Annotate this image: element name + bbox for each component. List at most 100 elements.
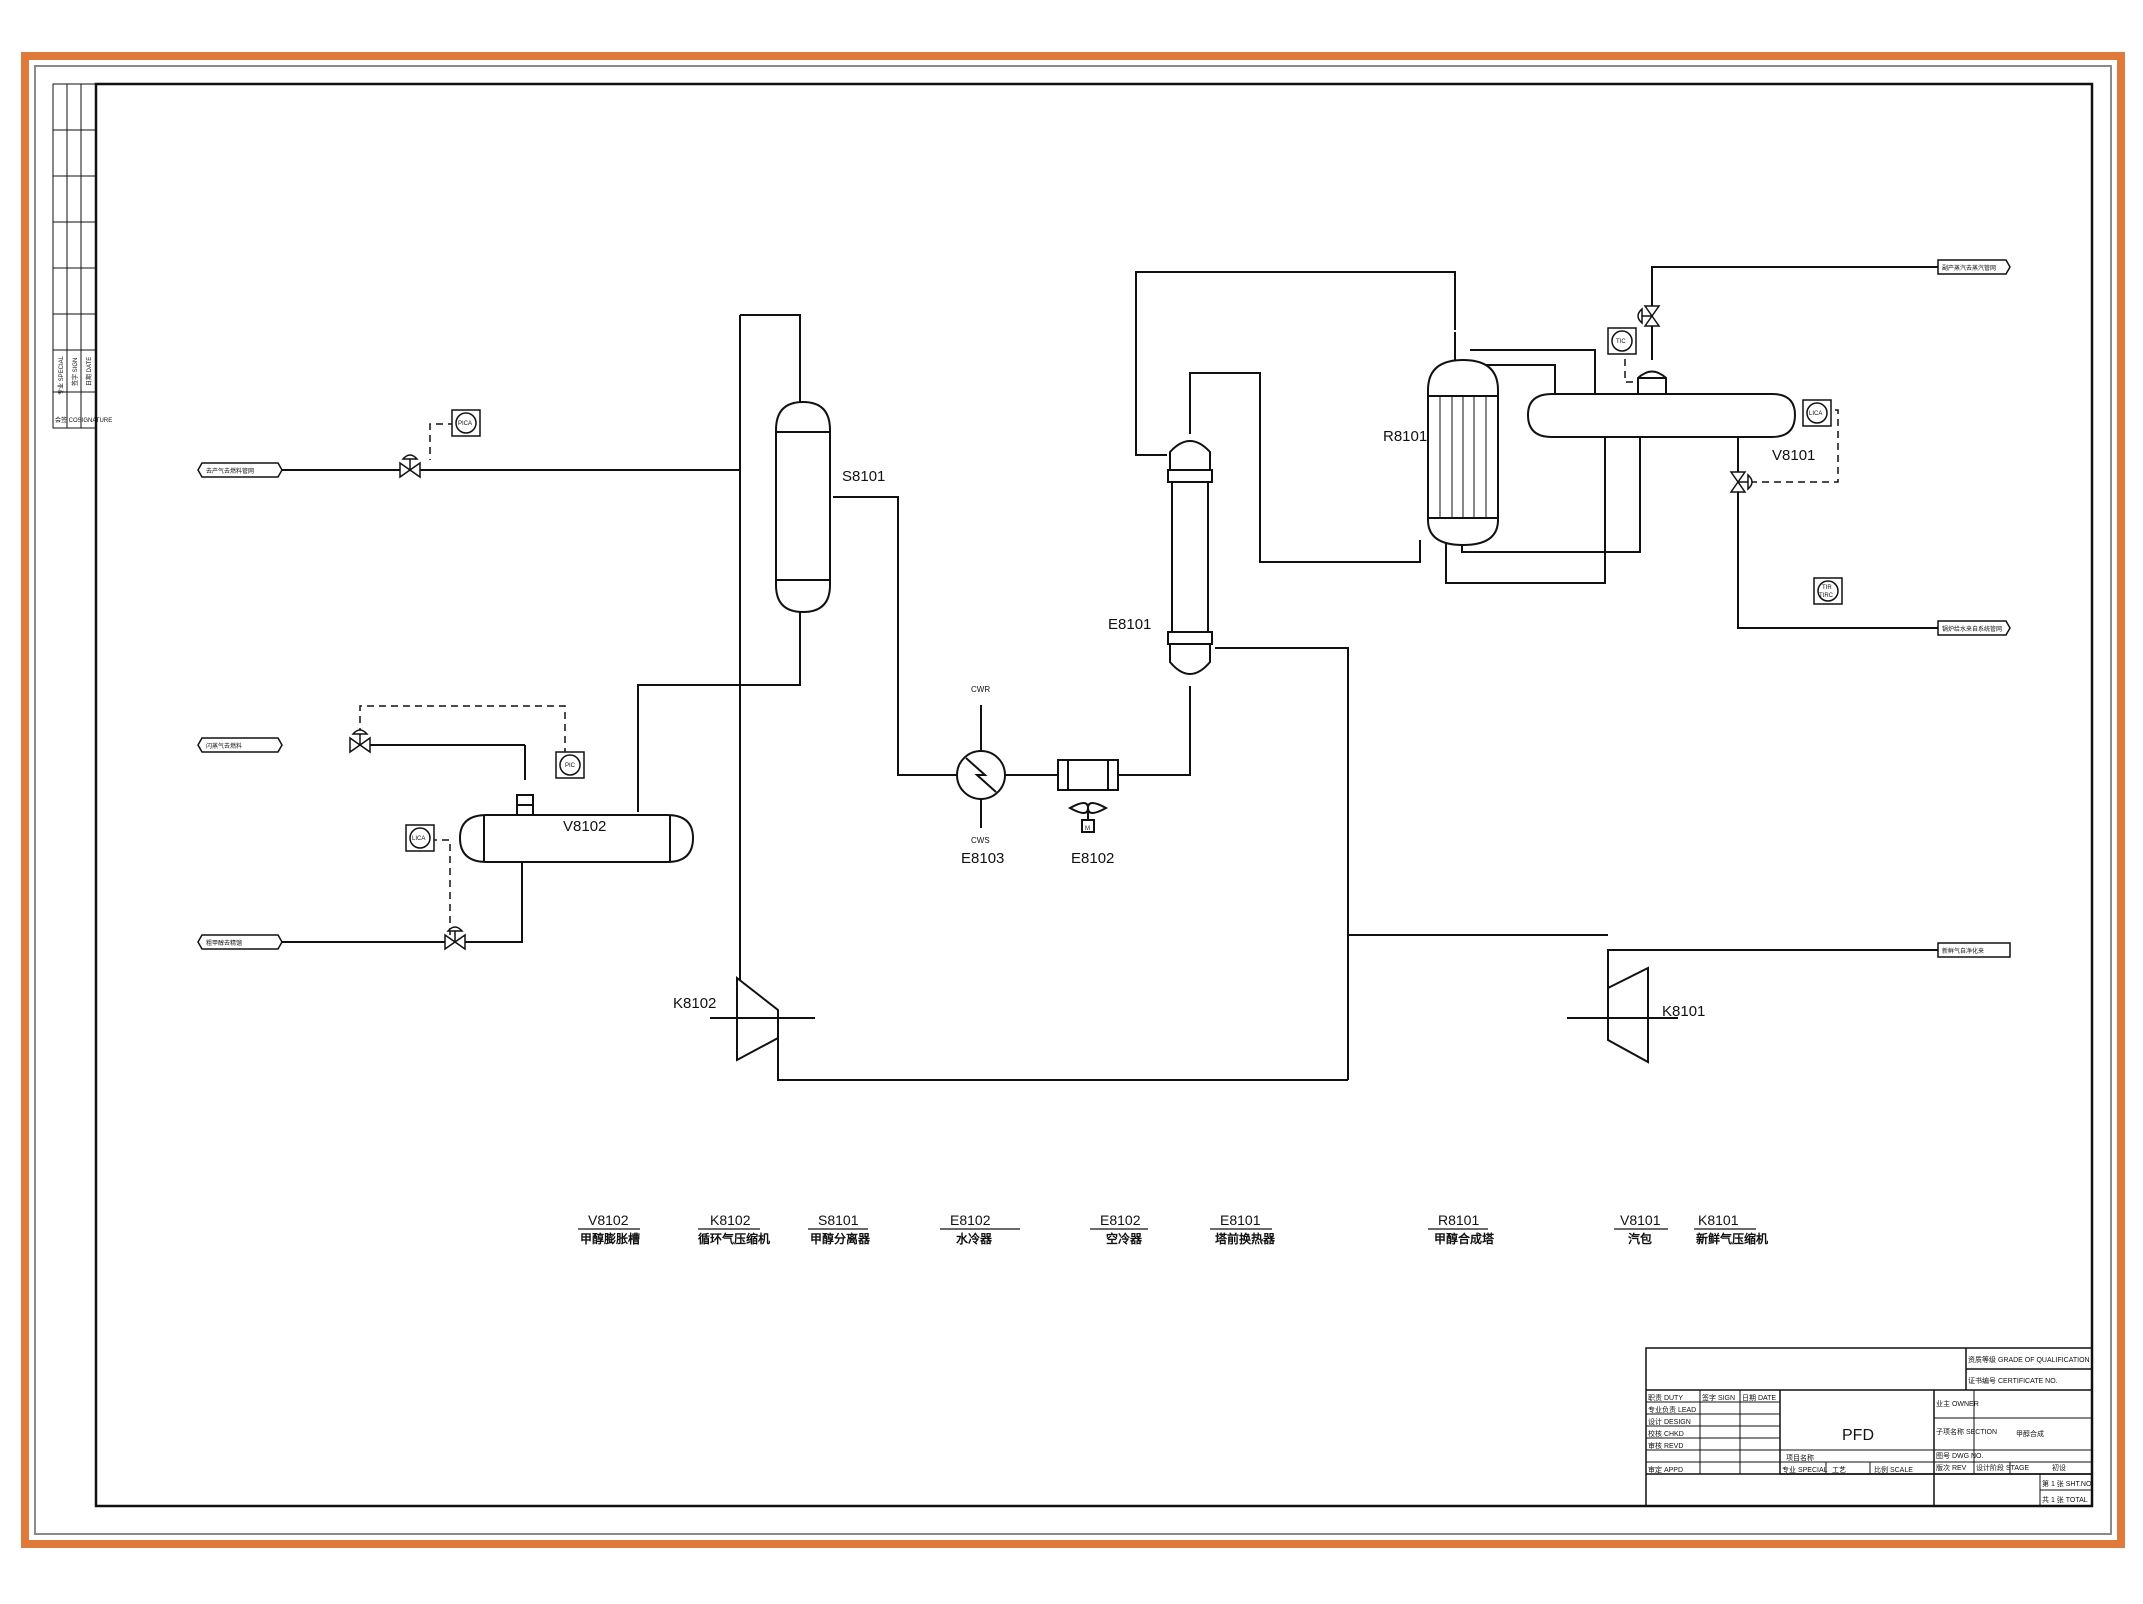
k8101-tag: K8101 (1662, 1003, 1705, 1020)
e8103-cooler (956, 705, 1006, 828)
legend-item-k8101: K8101 新鲜气压缩机 (1694, 1212, 1768, 1246)
legend-item-v8102: V8102 甲醇膨胀槽 (578, 1212, 640, 1246)
tb-lead: 专业负责 LEAD (1648, 1405, 1696, 1414)
legend-item-k8102: K8102 循环气压缩机 (698, 1212, 770, 1246)
legend-name: 甲醇分离器 (810, 1231, 871, 1246)
tb-sign: 签字 SIGN (1702, 1393, 1735, 1402)
tb-section-value: 甲醇合成 (2016, 1429, 2044, 1438)
equipment-legend: V8102 甲醇膨胀槽 K8102 循环气压缩机 S8101 甲醇分离器 E81… (578, 1212, 1768, 1246)
tb-date: 日期 DATE (1742, 1394, 1776, 1402)
k8101-compressor (1567, 966, 1678, 1064)
legend-name: 新鲜气压缩机 (1696, 1231, 1768, 1246)
legend-tag: E8102 (1100, 1212, 1141, 1228)
e8102-aircooler (1057, 759, 1119, 833)
stream-right-bottom: 新鲜气自净化来 (1942, 947, 1984, 955)
side-strip-cosign: 会签 COSIGNATURE (55, 416, 112, 424)
valve-crude (444, 926, 466, 951)
e8102-tag: E8102 (1071, 850, 1114, 867)
legend-name: 水冷器 (956, 1231, 993, 1246)
tb-sheet: 第 1 张 SHT.NO. (2042, 1479, 2093, 1488)
tb-owner: 业主 OWNER (1936, 1399, 1979, 1408)
legend-tag: K8102 (710, 1212, 751, 1228)
legend-tag: E8102 (950, 1212, 991, 1228)
v8101-drum (1526, 370, 1797, 438)
legend-name: 空冷器 (1106, 1231, 1143, 1246)
cwr-label: CWR (971, 685, 990, 694)
tb-revd: 审核 REVD (1648, 1441, 1683, 1450)
control-valves (349, 305, 1753, 951)
tir-label: TIR (1822, 585, 1832, 591)
e8101-exchanger (1167, 418, 1213, 700)
motor-label: M (1085, 826, 1090, 832)
tb-duty: 职责 DUTY (1648, 1393, 1683, 1402)
legend-tag: K8101 (1698, 1212, 1739, 1228)
e8103-tag: E8103 (961, 850, 1004, 867)
pic-label: PIC (565, 763, 576, 769)
process-lines (282, 266, 1942, 1081)
v8102-vessel (458, 794, 695, 863)
side-strip (52, 83, 97, 429)
stream-right-top: 副产蒸汽去蒸汽管网 (1942, 264, 1996, 272)
tb-total: 共 1 张 TOTAL (2042, 1495, 2088, 1504)
legend-name: 甲醇合成塔 (1434, 1231, 1495, 1246)
stream-tags (197, 259, 2011, 958)
e8101-tag: E8101 (1108, 616, 1151, 633)
tb-certificate: 证书编号 CERTIFICATE NO. (1968, 1376, 2058, 1385)
legend-name: 汽包 (1628, 1231, 1652, 1246)
tb-dwg-no: 图号 DWG NO. (1936, 1452, 1983, 1460)
tb-project-label: 项目名称 (1786, 1453, 1814, 1462)
stream-left-top: 去产气去燃料管网 (206, 467, 254, 475)
s8101-tag: S8101 (842, 468, 885, 485)
side-strip-date: 日期 DATE (85, 357, 93, 386)
outer-frame (21, 52, 2125, 1548)
legend-item-r8101: R8101 甲醇合成塔 (1428, 1212, 1495, 1246)
legend-item-s8101: S8101 甲醇分离器 (808, 1212, 871, 1246)
title-block (1645, 1347, 2093, 1507)
legend-tag: R8101 (1438, 1212, 1479, 1228)
legend-item-v8101: V8101 汽包 (1614, 1212, 1668, 1246)
side-strip-special: 专业 SPECIAL (57, 355, 65, 395)
cws-label: CWS (971, 836, 990, 845)
drawing-border (94, 82, 2094, 1508)
tb-stage: 设计阶段 STAGE (1976, 1463, 2029, 1472)
tic-label: TIC (1616, 339, 1626, 345)
tb-drawing-title: PFD (1842, 1427, 1874, 1444)
pica-label: PICA (458, 421, 472, 427)
legend-name: 循环气压缩机 (698, 1231, 770, 1246)
tb-special-value: 工艺 (1832, 1466, 1846, 1474)
tirc-label: TIRC (1819, 593, 1834, 599)
k8102-compressor (710, 975, 815, 1062)
valve-flashgas (399, 454, 421, 479)
tb-appd: 审定 APPD (1648, 1465, 1683, 1474)
stream-left-mid: 闪蒸气去燃料 (206, 742, 242, 750)
instruments (405, 327, 1843, 852)
tb-section: 子项名称 SECTION (1936, 1427, 1997, 1436)
tb-scale: 比例 SCALE (1874, 1465, 1913, 1474)
lica-left-label: LICA (412, 836, 425, 842)
stream-left-bottom: 粗甲醇去精馏 (206, 939, 242, 947)
stream-right-mid: 锅炉给水来自系统管网 (1942, 625, 2002, 633)
tb-grade: 资质等级 GRADE OF QUALIFICATION (1968, 1355, 2090, 1364)
v8101-tag: V8101 (1772, 447, 1815, 464)
s8101-vessel (775, 400, 831, 614)
tb-stage-value: 初设 (2052, 1463, 2066, 1472)
tb-design: 设计 DESIGN (1648, 1417, 1691, 1426)
r8101-reactor (1427, 332, 1499, 547)
legend-tag: V8102 (588, 1212, 629, 1228)
legend-tag: V8101 (1620, 1212, 1661, 1228)
legend-tag: S8101 (818, 1212, 859, 1228)
tb-special: 专业 SPECIAL (1782, 1465, 1828, 1474)
valve-flashfuel (349, 729, 371, 754)
legend-name: 塔前换热器 (1215, 1231, 1276, 1246)
legend-tag: E8101 (1220, 1212, 1261, 1228)
v8102-tag: V8102 (563, 818, 606, 835)
legend-item-air-cooler: E8102 空冷器 (1090, 1212, 1148, 1246)
tb-chkd: 校核 CHKD (1648, 1429, 1684, 1438)
tb-rev: 版次 REV (1936, 1463, 1967, 1472)
r8101-tag: R8101 (1383, 428, 1427, 445)
valve-drum-bfw (1729, 471, 1753, 493)
lica-right-label: LICA (1809, 411, 1822, 417)
legend-item-e8101: E8101 塔前换热器 (1210, 1212, 1276, 1246)
legend-item-water-cooler: E8102 水冷器 (940, 1212, 1020, 1246)
legend-name: 甲醇膨胀槽 (580, 1231, 640, 1246)
